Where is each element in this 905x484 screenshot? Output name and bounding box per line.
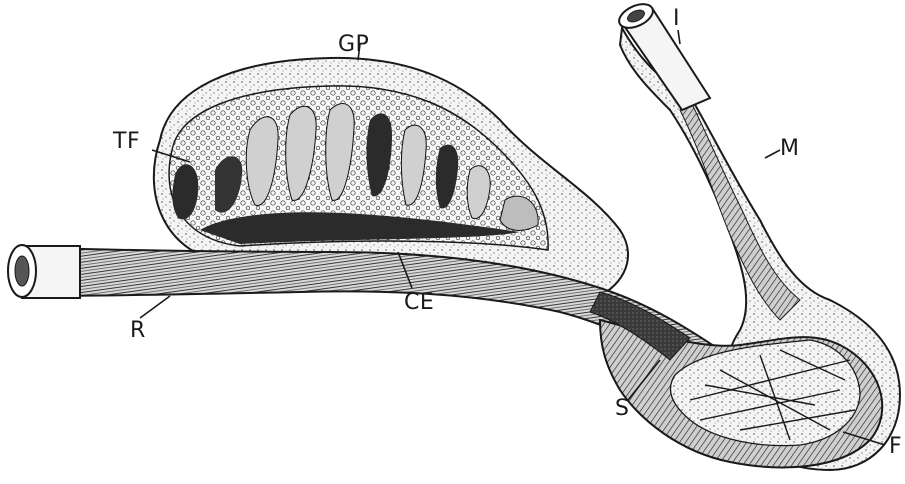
label-gp: GP — [338, 34, 369, 56]
label-f: F — [889, 436, 902, 458]
muscle-band — [680, 100, 800, 320]
label-m: M — [780, 138, 799, 160]
label-tf: TF — [113, 131, 140, 153]
label-ce: CE — [404, 292, 434, 314]
label-i: I — [673, 8, 680, 30]
label-r: R — [130, 320, 146, 342]
label-s: S — [615, 398, 629, 420]
